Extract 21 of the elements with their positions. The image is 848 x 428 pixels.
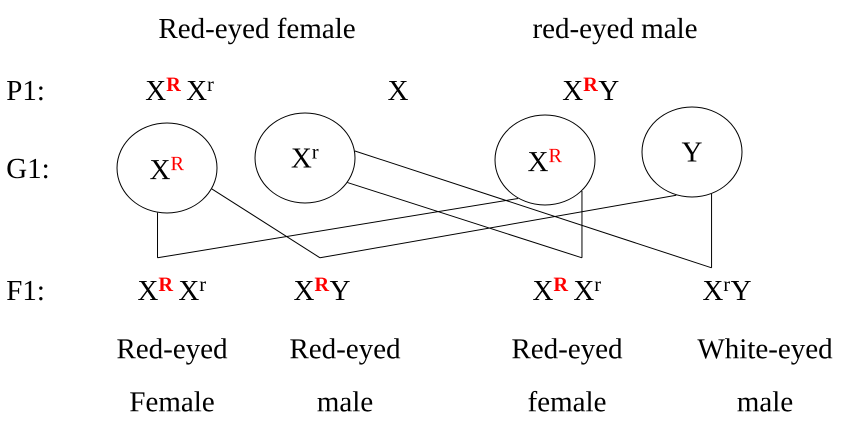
generation-label: F1: xyxy=(7,280,43,300)
label: R xyxy=(166,78,181,91)
cross-line xyxy=(711,193,712,268)
generation-label: P1: xyxy=(7,80,43,100)
phenotype-label: Red-eyed female xyxy=(512,338,622,412)
heading-label: Red-eyed female xyxy=(159,18,355,44)
phenotype-label: Red-eyed Female xyxy=(117,338,228,412)
generation-label: G1: xyxy=(7,158,48,178)
cross-line xyxy=(354,150,712,268)
phenotype-label: Red-eyed male xyxy=(290,338,400,412)
cross-sign: X xyxy=(388,81,408,100)
cross-line xyxy=(320,194,677,258)
cross-line xyxy=(581,190,582,258)
heading-label: red-eyed male xyxy=(533,18,697,44)
phenotype-label: White-eyed male xyxy=(697,338,832,412)
label: X xyxy=(186,81,207,100)
cross-line xyxy=(157,212,158,258)
label: r xyxy=(207,81,214,91)
cross-line xyxy=(211,188,320,258)
cross-line xyxy=(347,182,582,258)
cross-line xyxy=(157,198,519,258)
